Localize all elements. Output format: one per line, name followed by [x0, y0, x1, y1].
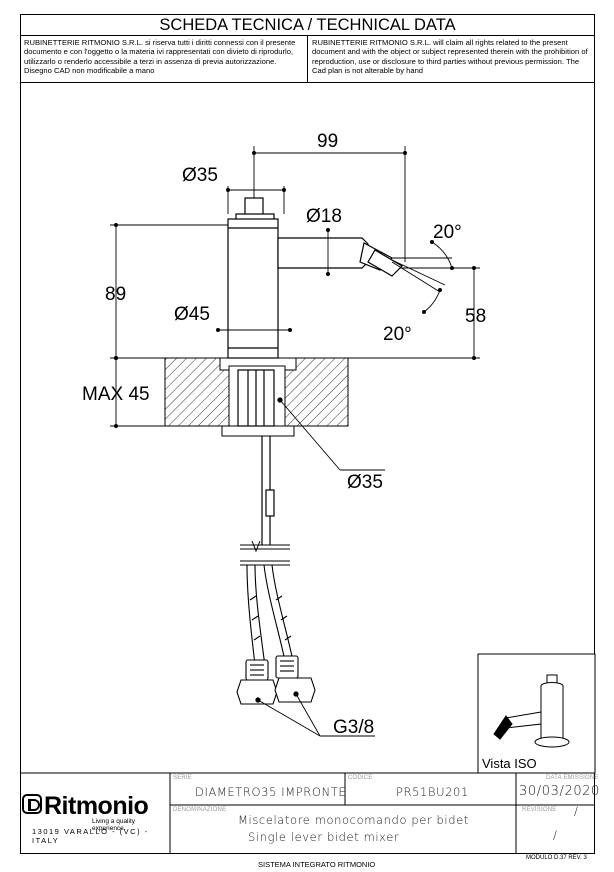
iso-view [477, 653, 596, 774]
sheet-frame [20, 14, 595, 854]
name-english: Single lever bidet mixer [248, 830, 400, 844]
dim-body-diameter: Ø45 [174, 304, 210, 325]
date-label: DATA EMISSIONE [546, 775, 599, 781]
dimension-lines [110, 146, 480, 737]
dim-spout-reach: 99 [317, 131, 338, 152]
date-value: 30/03/2020 [519, 784, 600, 799]
dim-outlet-height: 58 [465, 306, 486, 327]
dim-handle-diameter: Ø35 [182, 165, 218, 186]
footer-system: SISTEMA INTEGRATO RITMONIO [258, 860, 376, 869]
iso-view-label: Vista ISO [482, 756, 537, 771]
dim-shank-diameter: Ø35 [347, 472, 383, 493]
break-line [240, 540, 290, 553]
revision-label: REVISIONE [522, 807, 557, 813]
brand-name: Ritmonio [44, 792, 149, 820]
legal-notice-italian: RUBINETTERIE RITMONIO S.R.L. si riserva … [20, 36, 308, 82]
footer-module: MODULO D.37 REV. 3 [526, 855, 587, 861]
company-logo: Ritmonio Living a quality experience. 13… [22, 792, 170, 845]
title-block-grid [20, 772, 595, 853]
dim-angle-down: 20° [383, 324, 412, 345]
revision-value: / [553, 828, 558, 842]
series-label: SERIE [173, 775, 193, 781]
series-value: DIAMETRO35 IMPRONTE [195, 785, 347, 799]
ritmonio-logo-icon [22, 794, 42, 815]
code-label: CODICE [348, 775, 373, 781]
mixer-body [227, 197, 403, 545]
name-label: DENOMINAZIONE [173, 807, 227, 813]
dim-connection: G3/8 [333, 717, 374, 738]
brand-slogan: Living a quality experience. [92, 818, 135, 832]
code-value: PR51BU201 [396, 785, 469, 799]
dim-spout-diameter: Ø18 [306, 206, 342, 227]
top-right-slash: / [574, 804, 579, 818]
dim-angle-up: 20° [433, 222, 462, 243]
dimension-labels: 99 Ø35 Ø18 20° 89 Ø45 58 20° MAX 45 Ø35 … [82, 131, 486, 738]
company-address: 13019 VARALLO - (VC) - ITALY [32, 827, 149, 845]
dim-max-thickness: MAX 45 [82, 384, 150, 405]
name-italian: Miscelatore monocomando per bidet [238, 813, 469, 827]
legal-notice-english: RUBINETTERIE RITMONIO S.R.L. will claim … [312, 38, 588, 75]
legal-divider [20, 82, 595, 83]
sheet-title: SCHEDA TECNICA / TECHNICAL DATA [20, 14, 595, 36]
hose-connectors [236, 655, 316, 705]
dim-height: 89 [105, 284, 126, 305]
